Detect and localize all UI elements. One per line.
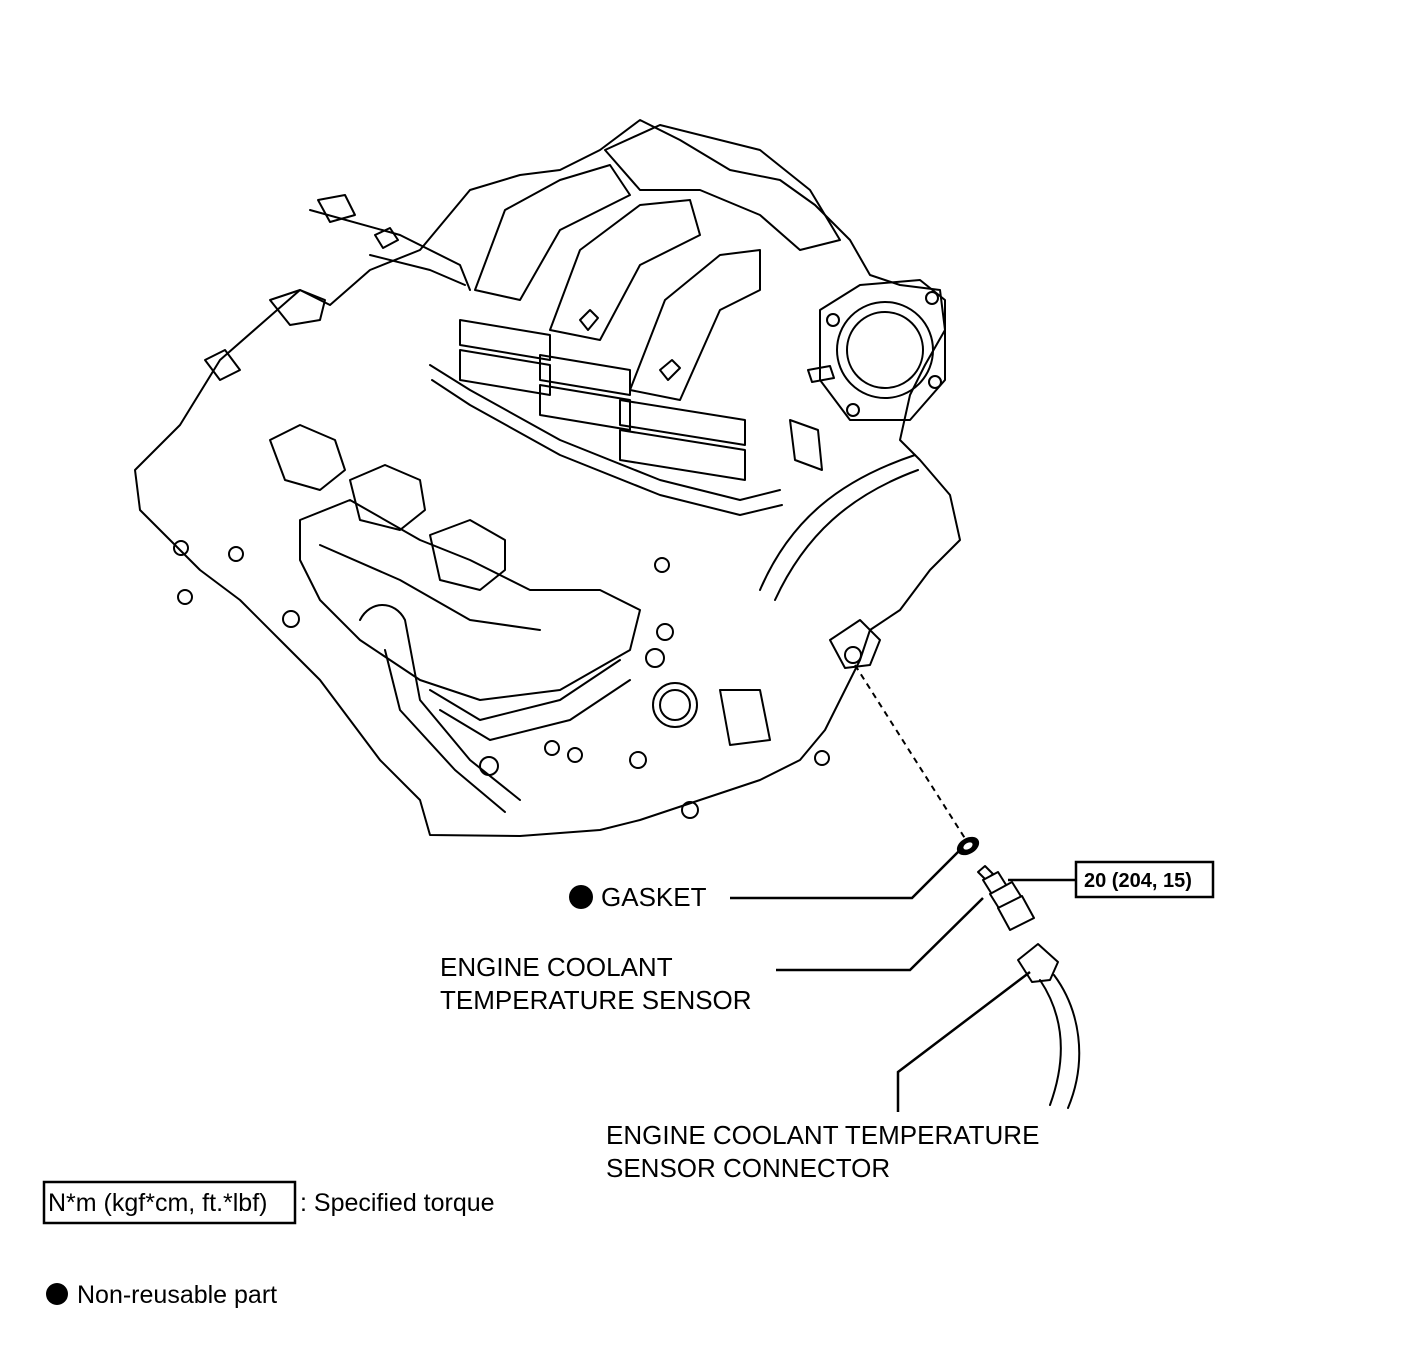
legend-nonreusable-desc: Non-reusable part — [77, 1281, 277, 1309]
sensor-label-line2: TEMPERATURE SENSOR — [440, 985, 752, 1015]
connector-label-line1: ENGINE COOLANT TEMPERATURE — [606, 1120, 1039, 1150]
legend-torque-box-text: N*m (kgf*cm, ft.*lbf) — [48, 1189, 267, 1217]
gasket-part — [956, 836, 980, 856]
torque-box — [1074, 860, 1215, 899]
sensor-callout: ENGINE COOLANT TEMPERATURE SENSOR — [440, 952, 752, 1015]
install-path — [854, 664, 967, 841]
torque-callout: 20 (204, 15) — [1074, 860, 1215, 899]
coolant-sensor-part — [977, 865, 1035, 931]
legend: N*m (kgf*cm, ft.*lbf) : Specified torque… — [42, 1180, 495, 1309]
torque-value: 20 (204, 15) — [1084, 870, 1192, 892]
engine-illustration — [134, 119, 961, 837]
gasket-callout: GASKET — [569, 882, 707, 912]
leader-lines — [730, 847, 1076, 1112]
sensor-connector-part — [1017, 943, 1081, 1109]
filled-circle-icon — [46, 1283, 68, 1305]
filled-circle-icon — [569, 885, 593, 909]
legend-torque-box — [42, 1180, 297, 1225]
gasket-label: GASKET — [601, 882, 707, 912]
legend-torque-desc: : Specified torque — [300, 1189, 495, 1217]
sensor-label-line1: ENGINE COOLANT — [440, 952, 673, 982]
connector-label-line2: SENSOR CONNECTOR — [606, 1153, 890, 1183]
connector-callout: ENGINE COOLANT TEMPERATURE SENSOR CONNEC… — [606, 1120, 1039, 1183]
